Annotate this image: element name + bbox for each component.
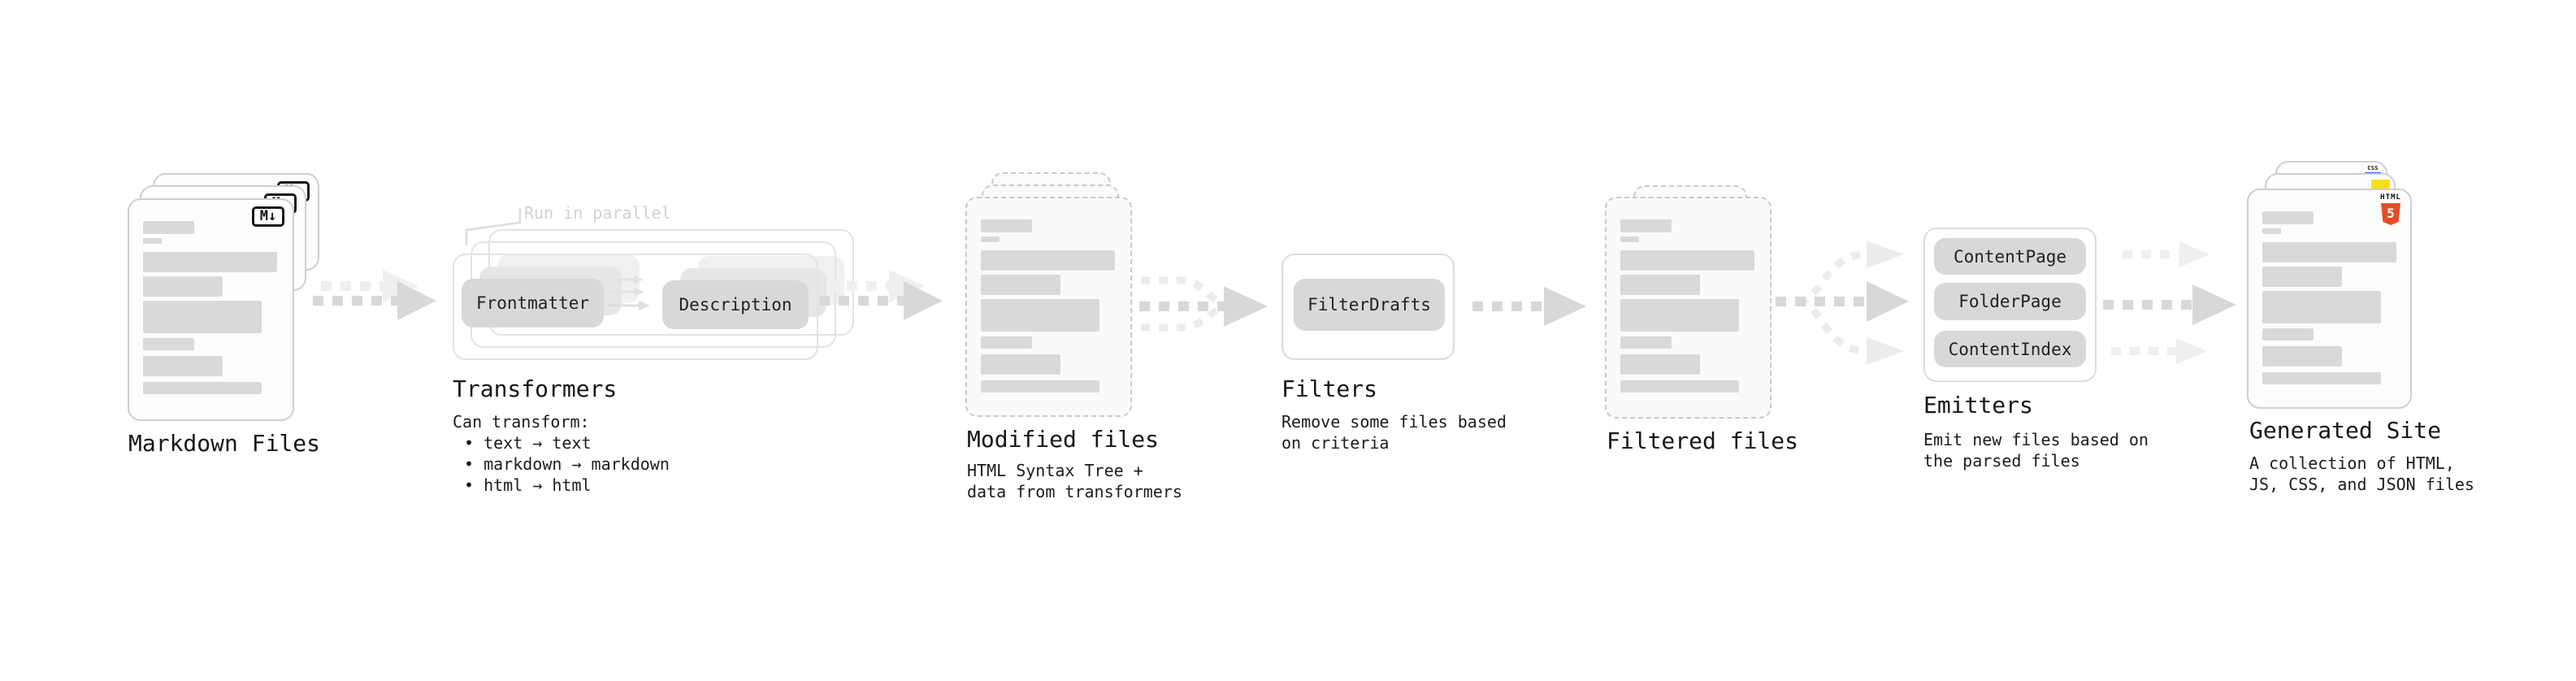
arrow-transformers-to-modified <box>819 270 943 320</box>
arrow-emitter-folderpage-out <box>2103 284 2236 325</box>
doc-placeholder-lines <box>143 221 279 394</box>
js-file-icon <box>2371 180 2390 189</box>
filter-box-filterdrafts: FilterDrafts <box>1294 279 1445 331</box>
filters-description: Remove some files based on criteria <box>1281 412 1507 453</box>
placeholder-line <box>981 250 1115 271</box>
arrow-emitter-contentpage-out <box>2123 241 2210 267</box>
desc-bullet: • markdown → markdown <box>464 454 670 474</box>
stage-title-markdown-files: Markdown Files <box>128 430 321 457</box>
desc-bullet: • html → html <box>464 475 592 495</box>
doc-placeholder-lines <box>981 219 1117 393</box>
stage-title-transformers: Transformers <box>453 375 618 402</box>
placeholder-line <box>143 252 277 272</box>
emitter-box-contentpage: ContentPage <box>1934 238 2086 275</box>
stage-title-modified-files: Modified files <box>967 426 1160 453</box>
modified-file-card-front <box>965 197 1132 417</box>
placeholder-line <box>1620 219 1672 232</box>
placeholder-line <box>2262 211 2314 224</box>
doc-placeholder-lines <box>1620 219 1756 393</box>
generated-site-description: A collection of HTML, JS, CSS, and JSON … <box>2249 453 2474 494</box>
transformers-description: Can transform: • text → text • markdown … <box>453 411 670 496</box>
placeholder-line <box>2262 291 2381 323</box>
placeholder-line <box>981 380 1099 393</box>
arrow-markdown-to-transformers <box>313 270 436 320</box>
generated-site-card-html: HTML 5 <box>2247 189 2412 409</box>
placeholder-line <box>143 356 223 376</box>
transformer-box-description: Description <box>662 280 809 329</box>
placeholder-line <box>143 301 262 333</box>
placeholder-line <box>2262 372 2381 384</box>
transformer-inner-arrows <box>608 275 650 310</box>
parallel-note: Run in parallel <box>524 203 671 223</box>
placeholder-line <box>1620 299 1739 332</box>
markdown-icon: M↓ <box>252 206 284 227</box>
placeholder-line <box>143 221 194 234</box>
placeholder-line <box>143 382 262 394</box>
placeholder-line <box>1620 336 1672 349</box>
filtered-file-card-front <box>1605 197 1772 419</box>
arrow-filtered-to-emitters-fanout <box>1776 241 1909 365</box>
placeholder-line <box>1620 236 1639 242</box>
doc-placeholder-lines <box>2262 211 2396 384</box>
emitter-box-contentindex: ContentIndex <box>1934 331 2086 367</box>
html5-shield: 5 <box>2381 203 2400 225</box>
placeholder-line <box>1620 250 1754 271</box>
parallel-note-leader-line <box>465 208 522 245</box>
placeholder-line <box>2262 267 2342 287</box>
placeholder-line <box>981 299 1099 332</box>
markdown-file-card-front: M↓ <box>128 198 294 421</box>
placeholder-line <box>2262 328 2314 340</box>
arrow-modified-to-filters-merge <box>1139 276 1268 332</box>
placeholder-line <box>981 236 1000 242</box>
placeholder-line <box>1620 354 1700 375</box>
transformer-box-frontmatter: Frontmatter <box>462 279 604 327</box>
stage-title-emitters: Emitters <box>1923 392 2033 419</box>
arrow-filters-to-filtered <box>1472 287 1586 326</box>
transformer-container-front <box>453 254 818 360</box>
placeholder-line <box>2262 346 2342 367</box>
placeholder-line <box>2262 242 2396 262</box>
placeholder-line <box>1620 380 1739 393</box>
placeholder-line <box>2262 228 2281 234</box>
stage-title-generated-site: Generated Site <box>2249 417 2442 444</box>
html5-icon: HTML 5 <box>2379 194 2402 225</box>
placeholder-line <box>981 275 1060 295</box>
placeholder-line <box>981 354 1060 375</box>
stage-title-filtered-files: Filtered files <box>1607 427 1799 454</box>
placeholder-line <box>143 276 223 297</box>
desc-heading: Can transform: <box>453 412 590 432</box>
emitter-box-folderpage: FolderPage <box>1934 283 2086 320</box>
placeholder-line <box>981 219 1032 232</box>
arrow-emitter-contentindex-out <box>2111 338 2207 364</box>
emitters-description: Emit new files based on the parsed files <box>1923 430 2149 471</box>
placeholder-line <box>143 238 162 244</box>
stage-title-filters: Filters <box>1281 375 1378 402</box>
placeholder-line <box>1620 275 1700 295</box>
desc-bullet: • text → text <box>464 433 592 453</box>
placeholder-line <box>143 338 194 350</box>
placeholder-line <box>981 336 1032 349</box>
modified-files-description: HTML Syntax Tree + data from transformer… <box>967 461 1182 501</box>
